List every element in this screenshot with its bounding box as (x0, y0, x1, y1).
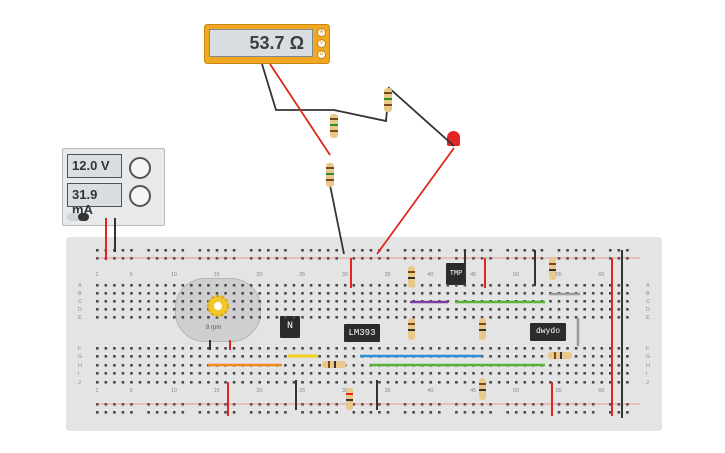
meter-red-lead (269, 63, 331, 156)
power-supply[interactable]: 12.0 V 31.9 mA (62, 148, 165, 226)
voltage-dial[interactable] (129, 157, 151, 179)
voltage-reading: 12.0 V (72, 158, 110, 173)
dc-motor[interactable]: 8 rpm (175, 278, 261, 342)
optocoupler[interactable]: dwydo (530, 323, 566, 341)
meter-mode-ohms[interactable]: Ω (317, 50, 326, 59)
resistor-r3 (384, 88, 392, 112)
transistor[interactable]: N (280, 316, 300, 338)
multimeter[interactable]: 53.7 Ω A V Ω (204, 24, 330, 64)
red-led[interactable] (447, 131, 460, 146)
multimeter-display: 53.7 Ω (209, 29, 313, 57)
resistor-r2 (326, 163, 334, 187)
power-switch[interactable] (67, 213, 89, 221)
resistor-r1 (330, 114, 338, 138)
multimeter-reading: 53.7 Ω (249, 33, 304, 53)
meter-mode-volts[interactable]: V (317, 39, 326, 48)
motor-rpm-label: 8 rpm (206, 325, 222, 331)
tmp-temperature-sensor[interactable]: TMP (446, 263, 466, 285)
current-dial[interactable] (129, 185, 151, 207)
meter-black-lead (261, 63, 455, 147)
meter-mode-amps[interactable]: A (317, 28, 326, 37)
current-display: 31.9 mA (67, 183, 122, 217)
voltage-display: 12.0 V (67, 154, 122, 178)
lm393-comparator[interactable]: LM393 (344, 324, 380, 342)
